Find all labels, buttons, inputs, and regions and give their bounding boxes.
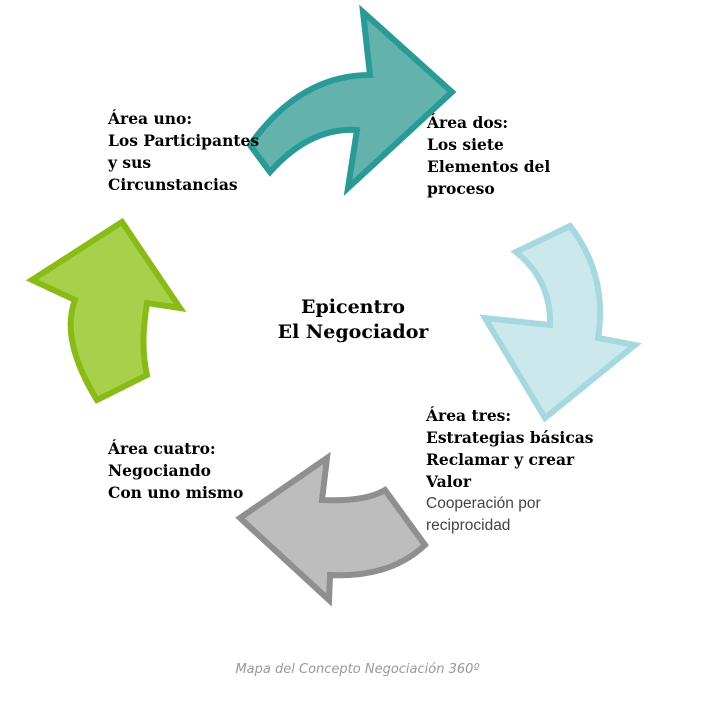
arrow-area-cuatro	[235, 451, 429, 607]
area-uno-label: Área uno: Los Participantes y sus Circun…	[108, 109, 260, 194]
arrow-area-dos	[246, 4, 457, 197]
figure-caption: Mapa del Concepto Negociación 360º	[235, 662, 480, 677]
area-dos-label: Área dos: Los siete Elementos del proces…	[427, 113, 551, 198]
area-cuatro-label: Área cuatro: Negociando Con uno mismo	[108, 439, 244, 502]
epicentro-label: Epicentro El Negociador	[277, 296, 429, 343]
arrow-area-uno	[25, 217, 187, 404]
arrow-area-tres	[479, 222, 642, 423]
area-tres-label: Área tres: Estrategias básicas Reclamar …	[426, 406, 594, 491]
area-tres-sublabel: Cooperación por reciprocidad	[426, 495, 541, 534]
